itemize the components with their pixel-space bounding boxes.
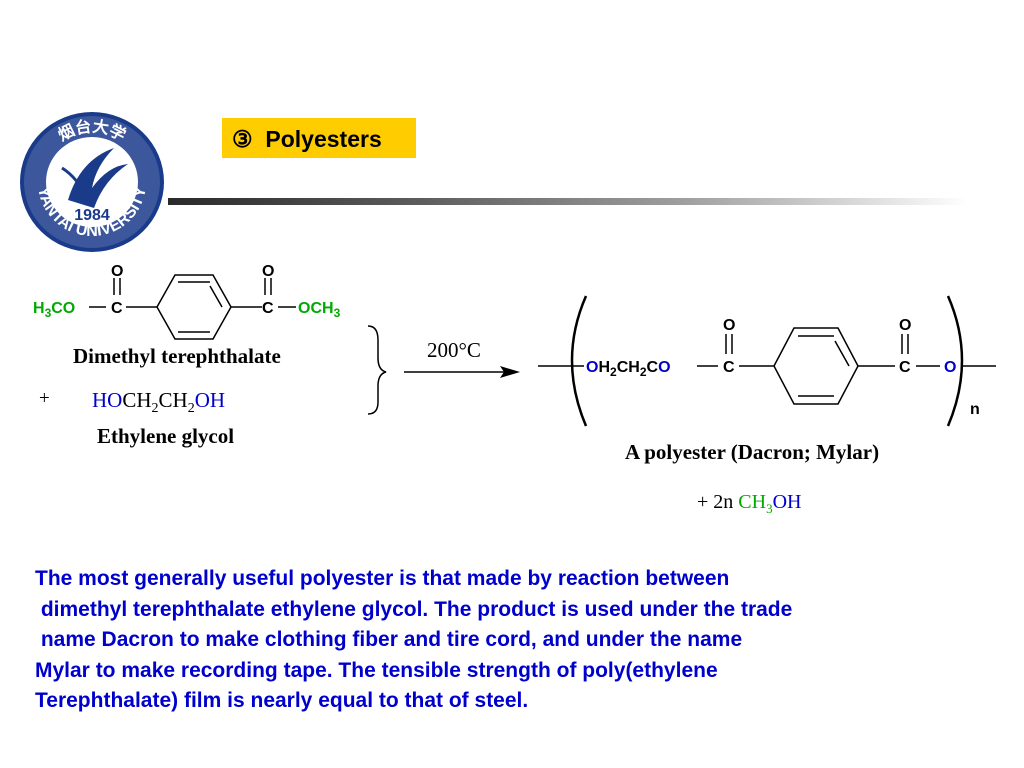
reactant-brace [367, 325, 387, 415]
description-paragraph: The most generally useful polyester is t… [35, 564, 1020, 717]
university-logo: 烟台大学 YANTAI UNIVERSITY 1984 [18, 108, 166, 252]
logo-year: 1984 [74, 207, 110, 224]
r1-carbon-left: C [111, 300, 123, 317]
divider-rule [168, 198, 968, 205]
byproduct: + 2n CH3OH [697, 491, 802, 516]
paragraph-line-5: Terephthalate) film is nearly equal to t… [35, 689, 529, 712]
reaction-scheme: H3CO C O C O OCH3 OH2CH2CO C O [33, 263, 996, 427]
title-text: Polyesters [265, 126, 382, 152]
reaction-condition: 200°C [427, 338, 481, 362]
p-oxygen-left: O [723, 317, 735, 334]
reactant1-name: Dimethyl terephthalate [73, 344, 281, 368]
reactant2-formula: HOCH2CH2OH [92, 388, 226, 417]
plus-sign: + [39, 388, 50, 409]
title-marker: ③ [232, 126, 253, 152]
product-repeat-segment: OH2CH2CO [586, 359, 671, 379]
paragraph-line-2: dimethyl terephthalate ethylene glycol. … [35, 597, 793, 621]
p-carbon-left: C [723, 359, 735, 376]
r1-left-group: H3CO [33, 300, 75, 320]
reactant1-structure: H3CO C O C O OCH3 [33, 263, 341, 340]
paragraph-line-1: The most generally useful polyester is t… [35, 567, 730, 590]
reaction-arrow [404, 366, 520, 378]
r1-oxygen-left: O [111, 263, 123, 280]
title-highlight-box [222, 118, 416, 158]
product-structure: OH2CH2CO C O C O O n [538, 295, 996, 427]
page-title: ③ Polyesters [232, 126, 382, 153]
r1-oxygen-right: O [262, 263, 274, 280]
paragraph-line-3: name Dacron to make clothing fiber and t… [35, 628, 743, 651]
reactant2-name: Ethylene glycol [97, 424, 235, 448]
p-carbon-right: C [899, 359, 911, 376]
product-subscript-n: n [970, 401, 980, 418]
p-oxygen-right: O [899, 317, 911, 334]
paragraph-line-4: Mylar to make recording tape. The tensib… [35, 658, 718, 682]
product-name: A polyester (Dacron; Mylar) [625, 440, 880, 464]
p-end-oxygen: O [944, 359, 956, 376]
r1-right-group: OCH3 [298, 300, 341, 320]
r1-carbon-right: C [262, 300, 274, 317]
